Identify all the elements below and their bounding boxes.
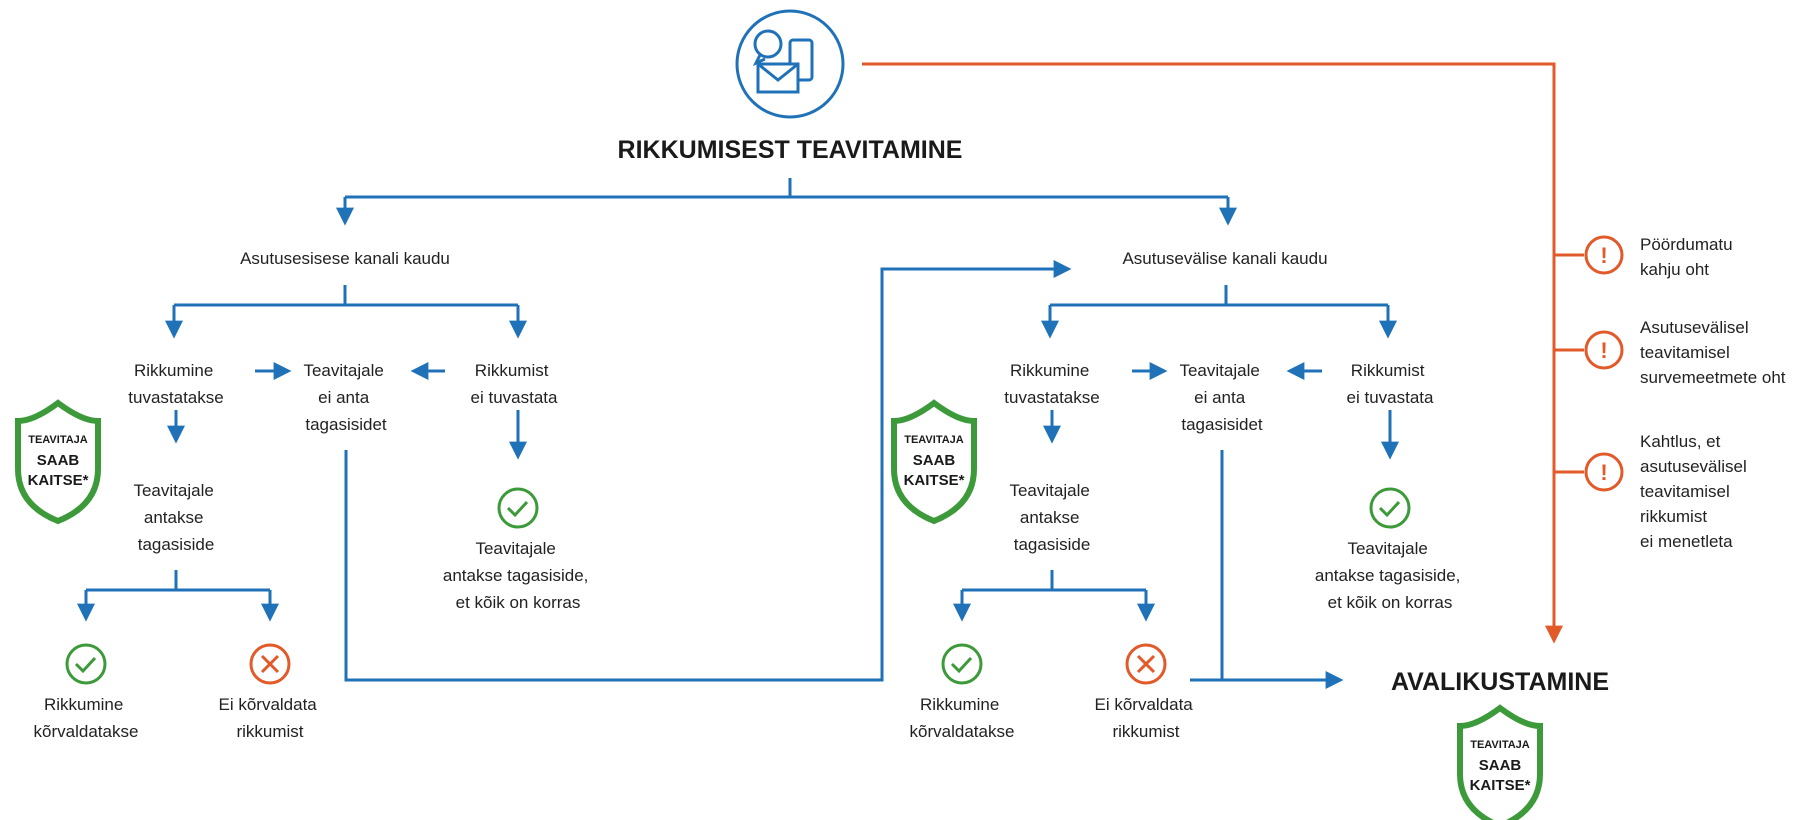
check-circle-icon — [65, 643, 107, 685]
feedback-line3: tagasiside — [1014, 535, 1091, 554]
not-removed-line1: Ei kõrvaldata — [218, 695, 317, 714]
all-ok-line3: et kõik on korras — [456, 593, 581, 612]
svg-text:Rikkumine kõrvaldatakse: Rikkumine kõrvaldatakse — [34, 695, 139, 741]
svg-text:SAAB: SAAB — [37, 452, 80, 469]
all-ok-line1: Teavitajale — [475, 539, 555, 558]
exclamation-circle-icon: ! — [1584, 330, 1624, 370]
risk2-line1: Asutusevälisel — [1640, 318, 1749, 337]
all-ok-line2: antakse tagasiside, — [1315, 566, 1461, 585]
detected-line1: Rikkumine — [1010, 361, 1089, 380]
removed-line1: Rikkumine — [920, 695, 999, 714]
svg-text:Rikkumist ei tuvastata: Rikkumist ei tuvastata — [471, 361, 558, 407]
svg-text:TEAVITAJA: TEAVITAJA — [1470, 739, 1530, 751]
diagram-title: RIKKUMISEST TEAVITAMINE — [618, 136, 963, 164]
no-feedback-line2: ei anta — [1194, 388, 1246, 407]
detected-line2: tuvastatakse — [128, 388, 223, 407]
detected-line1: Rikkumine — [134, 361, 213, 380]
risk2-line3: survemeetmete oht — [1640, 368, 1786, 387]
svg-text:Teavitajale antakse taga: Teavitajale antakse tagasiside, et kõik … — [443, 539, 593, 612]
check-circle-icon — [941, 643, 983, 685]
svg-text:KAITSE*: KAITSE* — [904, 472, 965, 489]
svg-text:TEAVITAJA: TEAVITAJA — [904, 434, 964, 446]
svg-text:!: ! — [1600, 338, 1607, 363]
feedback-line1: Teavitajale — [133, 481, 213, 500]
svg-text:Teavitajale antakse taga: Teavitajale antakse tagasiside, et kõik … — [1315, 539, 1465, 612]
detected-line2: tuvastatakse — [1004, 388, 1099, 407]
risk3-line4: rikkumist — [1640, 507, 1707, 526]
svg-text:KAITSE*: KAITSE* — [1470, 777, 1531, 794]
no-feedback-line3: tagasisidet — [305, 415, 387, 434]
svg-text:KAITSE*: KAITSE* — [28, 472, 89, 489]
all-ok-line1: Teavitajale — [1347, 539, 1427, 558]
communication-channels-icon — [735, 9, 845, 119]
no-feedback-line1: Teavitajale — [1179, 361, 1259, 380]
no-feedback-line3: tagasisidet — [1181, 415, 1263, 434]
svg-text:!: ! — [1600, 243, 1607, 268]
not-detected-line1: Rikkumist — [475, 361, 549, 380]
all-ok-line2: antakse tagasiside, — [443, 566, 589, 585]
shield-icon: TEAVITAJA SAAB KAITSE* — [15, 399, 101, 525]
svg-text:Kahtlus, et asutusevälis: Kahtlus, et asutusevälisel teavitamisel … — [1640, 432, 1752, 551]
exclamation-circle-icon: ! — [1584, 452, 1624, 492]
not-removed-line1: Ei kõrvaldata — [1094, 695, 1193, 714]
risk3-line3: teavitamisel — [1640, 482, 1730, 501]
no-feedback-line2: ei anta — [318, 388, 370, 407]
cross-circle-icon — [249, 643, 291, 685]
not-removed-line2: rikkumist — [1112, 722, 1179, 741]
branch-external: Asutusevälise kanali kaudu — [1122, 249, 1327, 268]
svg-text:Pöördumatu kahju oht: Pöördumatu kahju oht — [1640, 235, 1737, 279]
not-detected-line2: ei tuvastata — [1347, 388, 1434, 407]
svg-text:TEAVITAJA: TEAVITAJA — [28, 434, 88, 446]
risk3-line5: ei menetleta — [1640, 532, 1733, 551]
exclamation-circle-icon: ! — [1584, 235, 1624, 275]
no-feedback-line1: Teavitajale — [303, 361, 383, 380]
feedback-line2: antakse — [1020, 508, 1080, 527]
feedback-line2: antakse — [144, 508, 204, 527]
svg-text:!: ! — [1600, 460, 1607, 485]
svg-text:SAAB: SAAB — [1479, 757, 1522, 774]
end-title: AVALIKUSTAMINE — [1391, 668, 1609, 696]
not-detected-line1: Rikkumist — [1351, 361, 1425, 380]
svg-text:Teavitajale ei anta: Teavitajale ei anta tagasisidet — [303, 361, 388, 434]
not-detected-line2: ei tuvastata — [471, 388, 558, 407]
direct-publication-path: ! ! ! Pöördumatu kahju oht Asutusevälise… — [862, 62, 1786, 644]
not-removed-line2: rikkumist — [236, 722, 303, 741]
risk3-line2: asutusevälisel — [1640, 457, 1747, 476]
removed-line2: kõrvaldatakse — [34, 722, 139, 741]
feedback-line3: tagasiside — [138, 535, 215, 554]
shield-icon: TEAVITAJA SAAB KAITSE* — [1457, 704, 1543, 820]
svg-text:Ei kõrvaldata rikkumist: Ei kõrvaldata rikkumist — [218, 695, 321, 741]
risk1-line1: Pöördumatu — [1640, 235, 1733, 254]
svg-text:Rikkumine kõrvaldatakse: Rikkumine kõrvaldatakse — [910, 695, 1015, 741]
svg-text:SAAB: SAAB — [913, 452, 956, 469]
risk1-line2: kahju oht — [1640, 260, 1709, 279]
risk2-line2: teavitamisel — [1640, 343, 1730, 362]
svg-text:Rikkumine tuvastatakse: Rikkumine tuvastatakse — [128, 361, 223, 407]
removed-line1: Rikkumine — [44, 695, 123, 714]
svg-text:Rikkumine tuvastatakse: Rikkumine tuvastatakse — [1004, 361, 1099, 407]
check-circle-icon — [497, 487, 539, 529]
external-branch: Rikkumine tuvastatakse Teavitajale ei an… — [891, 285, 1465, 741]
risk3-line1: Kahtlus, et — [1640, 432, 1721, 451]
removed-line2: kõrvaldatakse — [910, 722, 1015, 741]
svg-text:Rikkumist ei tuvastata: Rikkumist ei tuvastata — [1347, 361, 1434, 407]
svg-text:Teavitajale antakse: Teavitajale antakse tagasiside — [1009, 481, 1094, 554]
svg-text:Asutusevälisel teavitami: Asutusevälisel teavitamisel survemeetmet… — [1640, 318, 1786, 387]
internal-branch: Rikkumine tuvastatakse Teavitajale ei an… — [15, 260, 1072, 741]
feedback-line1: Teavitajale — [1009, 481, 1089, 500]
shield-icon: TEAVITAJA SAAB KAITSE* — [891, 399, 977, 525]
svg-text:Teavitajale ei anta: Teavitajale ei anta tagasisidet — [1179, 361, 1264, 434]
check-circle-icon — [1369, 487, 1411, 529]
svg-text:Ei kõrvaldata rikkumist: Ei kõrvaldata rikkumist — [1094, 695, 1197, 741]
cross-circle-icon — [1125, 643, 1167, 685]
all-ok-line3: et kõik on korras — [1328, 593, 1453, 612]
svg-text:Teavitajale antakse: Teavitajale antakse tagasiside — [133, 481, 218, 554]
branch-internal: Asutusesisese kanali kaudu — [240, 249, 450, 268]
